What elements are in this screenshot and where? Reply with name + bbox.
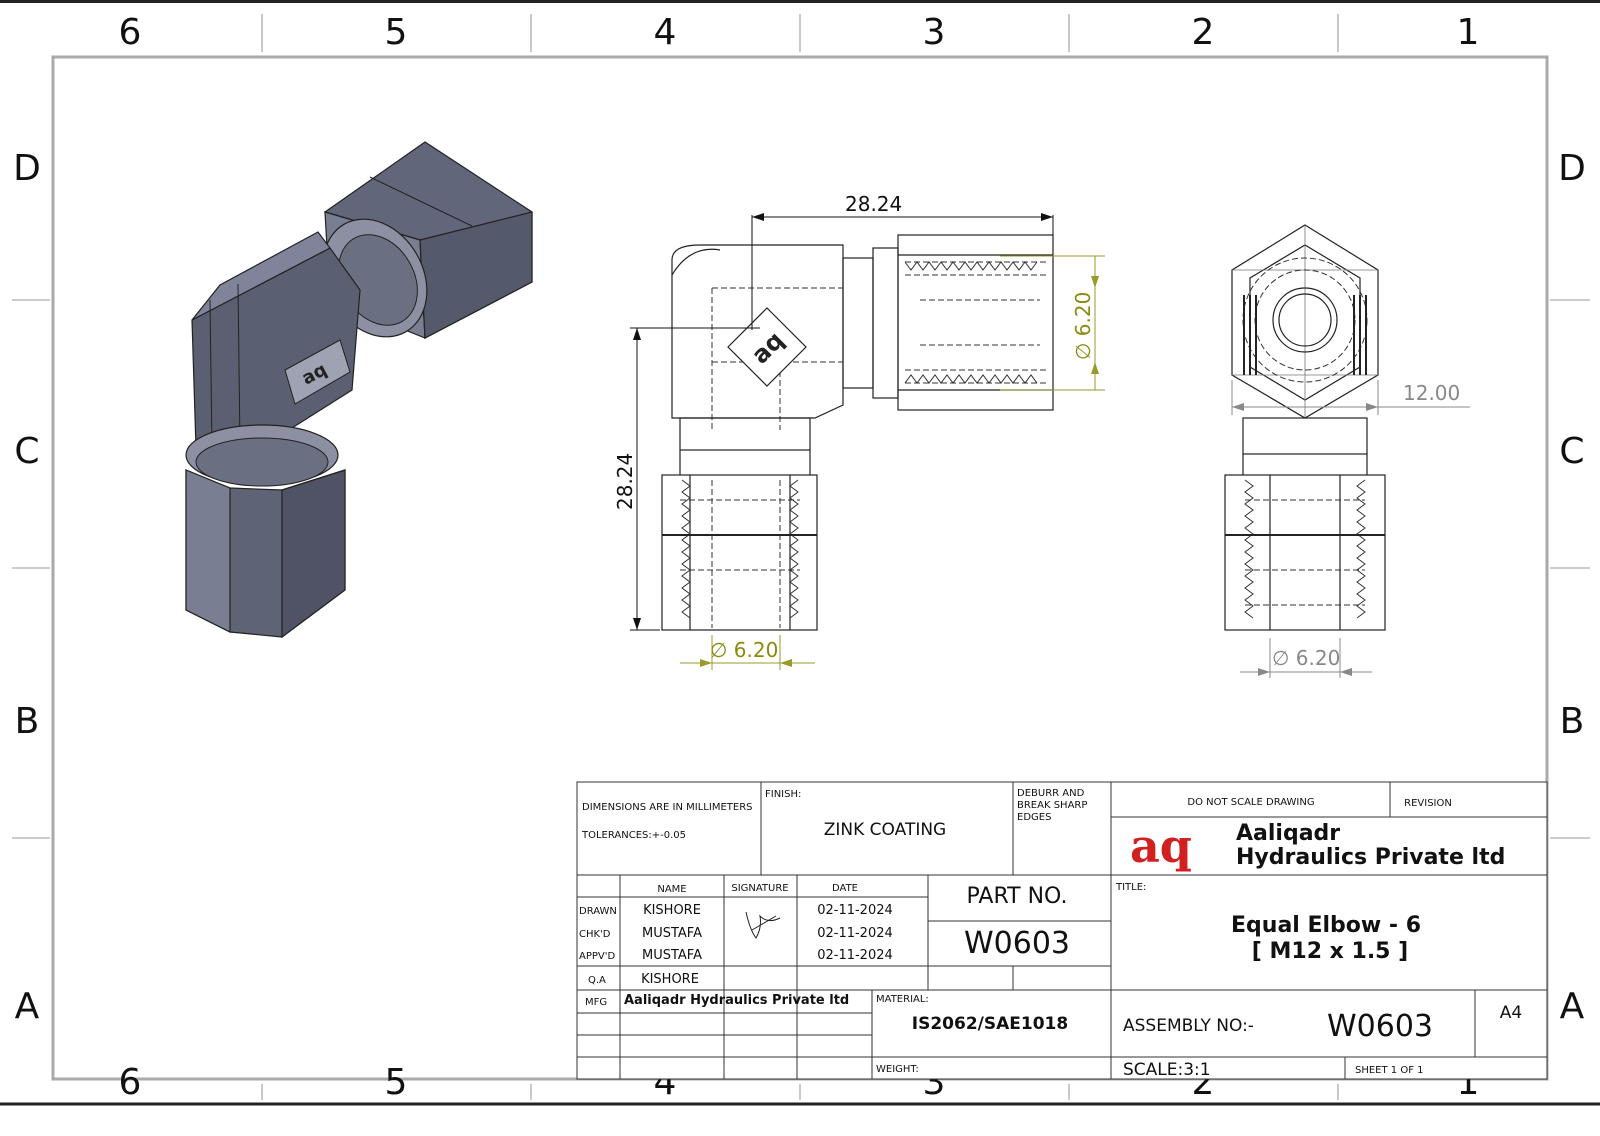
row-role-approved: APPV'D (579, 951, 615, 962)
sheet-count: SHEET 1 OF 1 (1355, 1065, 1424, 1076)
assembly-label: ASSEMBLY NO:- (1123, 1016, 1254, 1036)
deburr-line1: DEBURR AND (1017, 788, 1085, 799)
row-name-drawn: KISHORE (643, 903, 701, 918)
dim-dia-bottom: ∅ 6.20 (710, 638, 778, 662)
zone-col-3-top: 3 (923, 12, 946, 53)
zone-row-d-right: D (1558, 148, 1586, 189)
part-no-label: PART NO. (967, 884, 1068, 909)
dim-dia-right-view: ∅ 6.20 (1272, 646, 1340, 670)
title-block: DIMENSIONS ARE IN MILLIMETERS TOLERANCES… (576, 781, 1548, 1080)
zone-row-a-right: A (1560, 986, 1585, 1027)
zone-labels: 6 5 4 3 2 1 6 5 4 3 2 1 D C B A D C B A (13, 12, 1586, 1103)
zone-dividers (12, 14, 1590, 1100)
side-view (1224, 224, 1386, 631)
zone-col-4-top: 4 (654, 12, 677, 53)
row-date-checked: 02-11-2024 (817, 926, 893, 941)
zone-row-c-left: C (14, 431, 39, 472)
zone-row-b-left: B (15, 701, 40, 742)
zone-col-6-top: 6 (119, 12, 142, 53)
drawing-title-line2: [ M12 x 1.5 ] (1252, 939, 1408, 964)
revision-label: REVISION (1404, 798, 1452, 809)
part-no-value: W0603 (964, 926, 1070, 961)
zone-col-5-bottom: 5 (385, 1062, 408, 1103)
row-role-qa: Q.A (588, 975, 606, 986)
zone-row-a-left: A (15, 986, 40, 1027)
row-date-drawn: 02-11-2024 (817, 903, 893, 918)
row-date-approved: 02-11-2024 (817, 948, 893, 963)
zone-col-2-top: 2 (1192, 12, 1215, 53)
dim-hex-width: 12.00 (1403, 381, 1460, 405)
zone-col-6-bottom: 6 (119, 1062, 142, 1103)
company-logo-mark: aq (1130, 819, 1192, 873)
zone-row-c-right: C (1559, 431, 1584, 472)
zone-row-b-right: B (1560, 701, 1585, 742)
isometric-view: aq (185, 141, 533, 639)
deburr-line3: EDGES (1017, 812, 1051, 823)
dim-height-left: 28.24 (613, 453, 637, 510)
row-role-drawn: DRAWN (579, 906, 617, 917)
side-dimensions: 12.00 ∅ 6.20 (1231, 380, 1470, 678)
finish-label: FINISH: (765, 789, 801, 800)
tolerances-note: TOLERANCES:+-0.05 (581, 830, 686, 841)
deburr-line2: BREAK SHARP (1017, 800, 1087, 811)
material-label: MATERIAL: (876, 994, 929, 1005)
row-role-checked: CHK'D (579, 929, 611, 940)
finish-value: ZINK COATING (824, 820, 946, 840)
zone-row-d-left: D (13, 148, 41, 189)
sheet-size: A4 (1500, 1003, 1522, 1023)
mfg-value: Aaliqadr Hydraulics Private ltd (624, 993, 849, 1008)
header-signature: SIGNATURE (731, 883, 788, 894)
dim-dia-side: ∅ 6.20 (1071, 292, 1095, 360)
zone-col-5-top: 5 (385, 12, 408, 53)
front-view: aq (661, 234, 1054, 631)
drawing-title-line1: Equal Elbow - 6 (1231, 913, 1421, 938)
title-label: TITLE: (1115, 882, 1146, 893)
company-name-line2: Hydraulics Private ltd (1236, 845, 1505, 870)
row-name-qa: KISHORE (641, 972, 699, 987)
company-name-line1: Aaliqadr (1236, 821, 1340, 846)
row-name-approved: MUSTAFA (642, 948, 702, 963)
weight-label: WEIGHT: (876, 1064, 919, 1075)
zone-col-1-top: 1 (1457, 12, 1480, 53)
dim-width-top: 28.24 (845, 192, 902, 216)
row-name-checked: MUSTAFA (642, 926, 702, 941)
header-name: NAME (657, 884, 686, 895)
front-dimensions: 28.24 28.24 ∅ 6.20 ∅ 6.20 (613, 192, 1105, 670)
dimensions-note: DIMENSIONS ARE IN MILLIMETERS (582, 802, 752, 813)
mfg-label: MFG (585, 997, 607, 1008)
material-value: IS2062/SAE1018 (912, 1014, 1068, 1034)
assembly-value: W0603 (1327, 1009, 1433, 1044)
header-date: DATE (832, 883, 858, 894)
do-not-scale-note: DO NOT SCALE DRAWING (1187, 797, 1314, 808)
scale-note: SCALE:3:1 (1123, 1060, 1211, 1080)
signature-mark (745, 911, 781, 939)
